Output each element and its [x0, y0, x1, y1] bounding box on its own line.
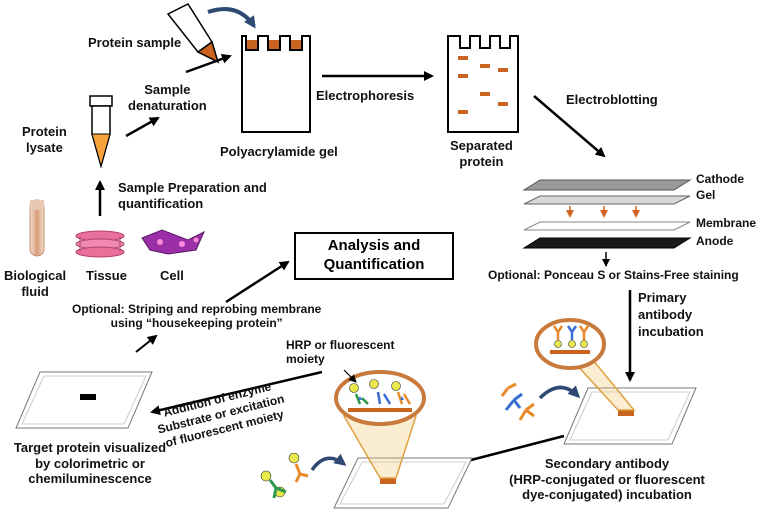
electrophoresis-label: Electrophoresis — [316, 88, 415, 103]
target-protein-label: Target protein visualized by colorimetri… — [13, 440, 167, 487]
arrow-hrp — [343, 369, 357, 383]
lysate-tube-icon — [89, 95, 113, 169]
primary-membrane-icon — [534, 318, 697, 445]
biological-fluid-tube-icon — [29, 199, 45, 257]
separated-protein-label: Separated protein — [450, 138, 513, 169]
tissue-icon — [75, 230, 125, 258]
cell-icon — [141, 229, 206, 255]
transfer-stack-icon — [522, 179, 692, 249]
secondary-membrane-icon — [333, 370, 473, 509]
polyacrylamide-gel-label: Polyacrylamide gel — [220, 144, 338, 159]
arrow-reprobe — [135, 334, 158, 353]
polyacrylamide-gel-icon — [241, 35, 311, 133]
separated-protein-gel-icon — [447, 35, 519, 133]
arrow-detection — [150, 370, 323, 416]
sample-denaturation-label: Sample denaturation — [128, 82, 207, 113]
anode-label: Anode — [696, 234, 734, 248]
cathode-label: Cathode — [696, 172, 744, 186]
membrane-label: Membrane — [696, 216, 757, 230]
free-primary-antibodies-icon — [500, 382, 535, 421]
arrow-gel — [185, 54, 232, 74]
protein-sample-label: Protein sample — [88, 35, 182, 50]
biological-fluid-label: Biological fluid — [4, 268, 67, 299]
gel-label: Gel — [696, 188, 716, 202]
optional-ponceau-label: Optional: Ponceau S or Stains-Free stain… — [488, 268, 739, 282]
hrp-fluorescent-label: HRP or fluorescent moiety — [286, 338, 395, 367]
primary-curved-arrow — [538, 385, 581, 400]
pipette-icon — [166, 3, 220, 64]
secondary-curved-arrow — [310, 453, 347, 472]
secondary-antibody-label: Secondary antibody (HRP-conjugated or fl… — [509, 456, 705, 503]
arrow-analysis — [225, 260, 290, 304]
pipette-curved-arrow — [207, 7, 256, 29]
primary-antibody-label: Primary antibody incubation — [638, 290, 704, 339]
electroblotting-label: Electroblotting — [566, 92, 658, 107]
sample-prep-label: Sample Preparation and quantification — [118, 180, 267, 211]
arrow-electroblotting — [533, 95, 606, 158]
arrow-denature — [125, 116, 160, 138]
analysis-quantification-box: Analysis and Quantification — [294, 232, 454, 280]
final-membrane-icon — [15, 371, 153, 429]
protein-lysate-label: Protein lysate — [22, 124, 67, 155]
cell-label: Cell — [160, 268, 184, 283]
optional-striping-label: Optional: Striping and reprobing membran… — [72, 302, 322, 331]
tissue-label: Tissue — [86, 268, 127, 283]
free-secondary-antibodies-icon — [260, 452, 309, 499]
